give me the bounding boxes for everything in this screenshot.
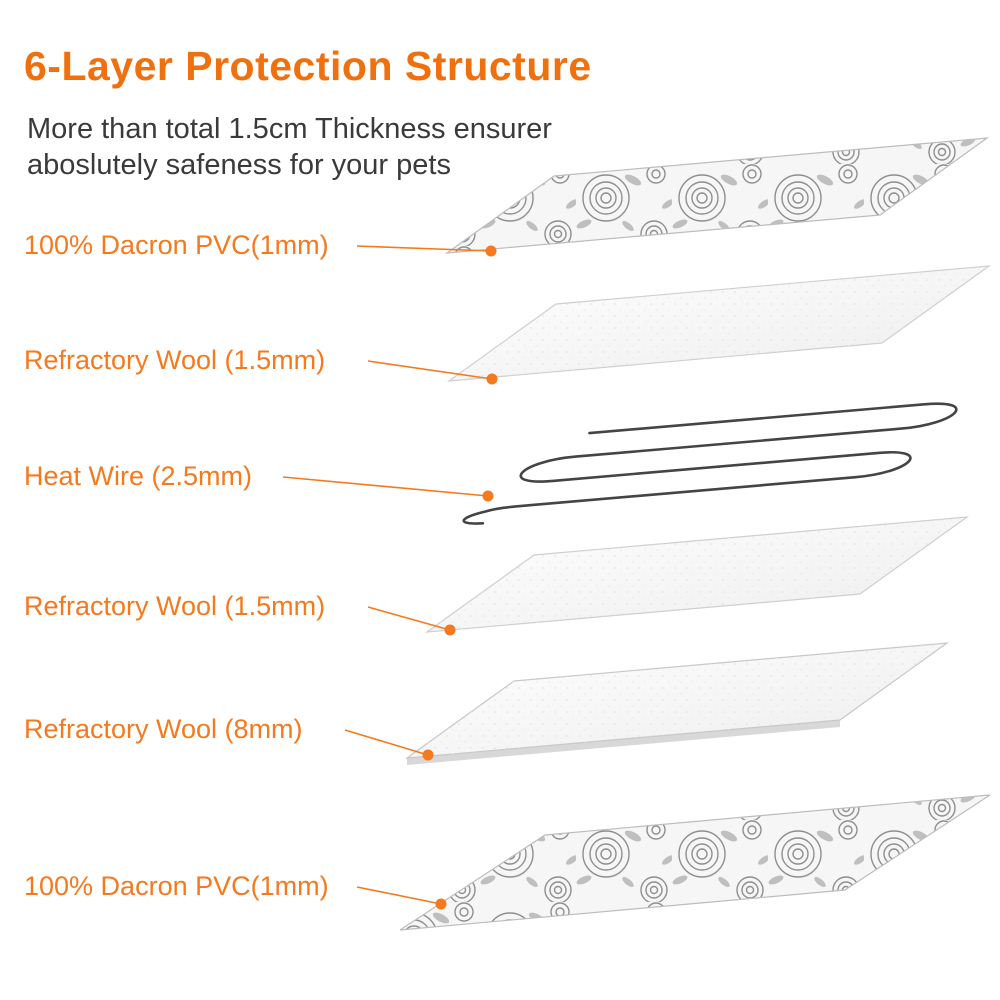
leader-line-5 — [344, 729, 429, 756]
heat-wire-path — [459, 401, 966, 526]
dacron-top-face — [444, 137, 990, 254]
layer-sheet-wool-2 — [424, 516, 970, 633]
layer-label-dacron-top: 100% Dacron PVC(1mm) — [24, 230, 329, 260]
layer-sheet-wool-1 — [446, 265, 992, 382]
wool-thick-texture — [407, 643, 947, 758]
leader-dot-4 — [444, 624, 456, 636]
leader-dot-5 — [422, 749, 434, 761]
layer-label-heat-wire: Heat Wire (2.5mm) — [24, 461, 253, 491]
page-title: 6-Layer Protection Structure — [24, 43, 592, 90]
leader-line-2 — [367, 360, 493, 380]
layer-heat-wire — [459, 401, 966, 526]
layer-sheet-dacron-top — [444, 137, 990, 254]
leader-dot-1 — [485, 245, 497, 257]
layer-sheet-wool-thick — [404, 642, 950, 765]
layer-label-dacron-bottom: 100% Dacron PVC(1mm) — [24, 871, 329, 901]
leader-line-6 — [356, 886, 442, 905]
dacron-bottom-face — [399, 794, 991, 931]
wool-2-texture — [427, 517, 967, 632]
leader-dots — [422, 245, 498, 910]
leader-dot-6 — [435, 898, 447, 910]
leader-line-4 — [367, 606, 451, 631]
subtitle: More than total 1.5cm Thickness ensurer a… — [27, 111, 552, 184]
leader-line-3 — [282, 476, 489, 497]
wool-thick-edge — [407, 720, 840, 765]
layer-label-wool-1: Refractory Wool (1.5mm) — [24, 345, 326, 375]
leader-dot-2 — [486, 373, 498, 385]
layer-label-wool-thick: Refractory Wool (8mm) — [24, 714, 303, 744]
subtitle-line-2: aboslutely safeness for your pets — [27, 149, 451, 182]
leader-line-1 — [356, 245, 492, 252]
wool-1-texture — [449, 266, 989, 381]
leader-dot-3 — [482, 490, 494, 502]
layer-sheet-dacron-bottom — [399, 794, 991, 931]
leader-lines — [282, 245, 493, 905]
subtitle-line-1: More than total 1.5cm Thickness ensurer — [27, 113, 552, 145]
layer-label-wool-2: Refractory Wool (1.5mm) — [24, 591, 326, 621]
